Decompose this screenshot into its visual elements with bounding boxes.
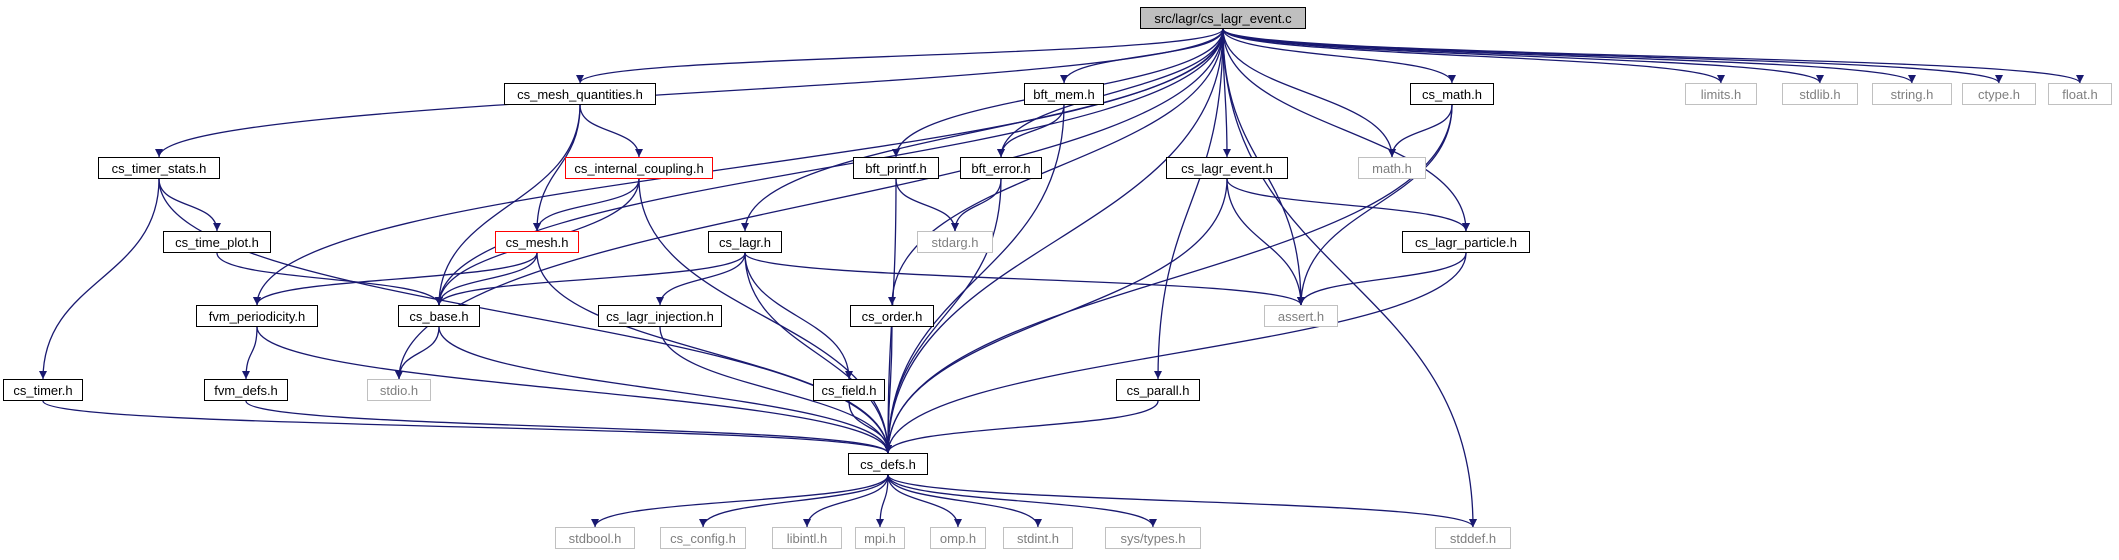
- node-cs-lagr-particle[interactable]: cs_lagr_particle.h: [1402, 231, 1530, 253]
- node-cs-base[interactable]: cs_base.h: [398, 305, 480, 327]
- edge-cs_defs-to-stdint: [887, 474, 1042, 528]
- edge-root-to-bft_error: [997, 28, 1224, 158]
- edge-root-to-bft_mem: [1060, 28, 1224, 84]
- edge-root-to-cs_order: [888, 28, 1224, 306]
- edge-cs_lagr_event-to-cs_lagr_particle: [1226, 178, 1470, 232]
- edge-cs_mesh-to-fvm_periodicity: [253, 252, 538, 306]
- node-cs-lagr-event[interactable]: cs_lagr_event.h: [1166, 157, 1288, 179]
- node-cs-internal-coupling[interactable]: cs_internal_coupling.h: [565, 157, 713, 179]
- node-fvm-defs[interactable]: fvm_defs.h: [204, 379, 288, 401]
- edge-cs_lagr-to-cs_defs: [744, 252, 892, 454]
- edge-cs_defs-to-cs_config: [699, 474, 889, 528]
- node-omp: omp.h: [930, 527, 986, 549]
- edge-root-to-cs_parall: [1154, 28, 1224, 380]
- edge-cs_math-to-assert: [1297, 104, 1453, 306]
- edge-root-to-cs_lagr: [741, 28, 1224, 232]
- node-stdarg: stdarg.h: [917, 231, 993, 253]
- node-cs-order[interactable]: cs_order.h: [850, 305, 934, 327]
- node-bft-printf[interactable]: bft_printf.h: [853, 157, 939, 179]
- edge-cs_lagr-to-cs_base: [435, 252, 746, 306]
- edge-bft_printf-to-stdarg: [895, 178, 959, 232]
- edge-root-to-string: [1222, 28, 1916, 84]
- node-cs-field[interactable]: cs_field.h: [813, 379, 885, 401]
- edge-root-to-cs_math: [1222, 28, 1456, 84]
- edge-root-to-stdlib: [1222, 28, 1824, 84]
- node-cs-config: cs_config.h: [660, 527, 746, 549]
- edge-cs_mesh_quantities-to-cs_internal_coupling: [579, 104, 643, 158]
- edge-fvm_periodicity-to-fvm_defs: [242, 326, 258, 380]
- node-mpi: mpi.h: [855, 527, 905, 549]
- node-cs-defs[interactable]: cs_defs.h: [848, 453, 928, 475]
- edge-bft_error-to-cs_defs: [884, 178, 1002, 454]
- edge-cs_lagr_event-to-assert: [1226, 178, 1305, 306]
- edge-cs_mesh_quantities-to-cs_base: [435, 104, 581, 306]
- node-assert: assert.h: [1264, 305, 1338, 327]
- edge-cs_time_plot-to-cs_base: [216, 252, 443, 306]
- node-cs-lagr[interactable]: cs_lagr.h: [708, 231, 782, 253]
- edge-cs_lagr_particle-to-assert: [1297, 252, 1467, 306]
- edge-cs_lagr-to-cs_field: [744, 252, 853, 380]
- edge-root-to-cs_lagr_particle: [1222, 28, 1470, 232]
- edge-bft_mem-to-bft_error: [997, 104, 1065, 158]
- node-stdint: stdint.h: [1003, 527, 1073, 549]
- edge-cs_math-to-math: [1388, 104, 1453, 158]
- edge-cs_mesh-to-cs_base: [435, 252, 538, 306]
- node-root: src/lagr/cs_lagr_event.c: [1140, 7, 1306, 29]
- node-float: float.h: [2048, 83, 2112, 105]
- edge-cs_defs-to-stddef: [887, 474, 1477, 528]
- edge-cs_base-to-stdio: [395, 326, 440, 380]
- node-systypes: sys/types.h: [1105, 527, 1201, 549]
- edge-cs_timer_stats-to-cs_defs: [158, 178, 892, 454]
- edge-cs_defs-to-omp: [887, 474, 962, 528]
- edge-bft_mem-to-cs_defs: [884, 104, 1065, 454]
- edge-cs_defs-to-mpi: [876, 474, 889, 528]
- edge-cs_mesh-to-cs_defs: [536, 252, 892, 454]
- node-cs-timer-stats[interactable]: cs_timer_stats.h: [98, 157, 220, 179]
- edge-cs_timer_stats-to-cs_time_plot: [158, 178, 221, 232]
- node-cs-math[interactable]: cs_math.h: [1410, 83, 1494, 105]
- edge-cs_internal_coupling-to-cs_defs: [638, 178, 892, 454]
- edge-cs_base-to-cs_defs: [438, 326, 892, 454]
- node-bft-mem[interactable]: bft_mem.h: [1024, 83, 1104, 105]
- edge-root-to-limits: [1222, 28, 1725, 84]
- edge-cs_internal_coupling-to-cs_mesh: [533, 178, 640, 232]
- node-cs-mesh-quantities[interactable]: cs_mesh_quantities.h: [504, 83, 656, 105]
- edge-cs_lagr-to-assert: [744, 252, 1305, 306]
- edge-root-to-float: [1222, 28, 2084, 84]
- edge-root-to-stddef: [1222, 28, 1477, 528]
- node-limits: limits.h: [1685, 83, 1757, 105]
- edge-bft_error-to-stdarg: [951, 178, 1002, 232]
- node-math: math.h: [1358, 157, 1426, 179]
- node-cs-lagr-injection[interactable]: cs_lagr_injection.h: [598, 305, 722, 327]
- node-libintl: libintl.h: [772, 527, 842, 549]
- edge-cs_lagr_injection-to-cs_defs: [659, 326, 892, 454]
- edge-root-to-cs_defs: [884, 28, 1224, 454]
- node-stdio: stdio.h: [367, 379, 431, 401]
- edge-cs_timer-to-cs_defs: [42, 400, 892, 454]
- edge-cs_lagr-to-cs_lagr_injection: [656, 252, 746, 306]
- node-fvm-periodicity[interactable]: fvm_periodicity.h: [196, 305, 318, 327]
- edge-cs_lagr_particle-to-cs_defs: [884, 252, 1467, 454]
- edge-cs_defs-to-libintl: [803, 474, 889, 528]
- node-bft-error[interactable]: bft_error.h: [960, 157, 1042, 179]
- edge-root-to-stdio: [395, 28, 1224, 380]
- node-cs-time-plot[interactable]: cs_time_plot.h: [163, 231, 271, 253]
- edge-fvm_defs-to-cs_defs: [245, 400, 892, 454]
- node-cs-mesh[interactable]: cs_mesh.h: [495, 231, 579, 253]
- edge-cs_defs-to-systypes: [887, 474, 1157, 528]
- node-stddef: stddef.h: [1435, 527, 1511, 549]
- edge-cs_timer_stats-to-cs_timer: [39, 178, 160, 380]
- node-string: string.h: [1872, 83, 1952, 105]
- edge-cs_parall-to-cs_defs: [884, 400, 1159, 454]
- edge-root-to-cs_mesh_quantities: [576, 28, 1224, 84]
- edge-fvm_periodicity-to-cs_defs: [256, 326, 892, 454]
- edge-root-to-math: [1222, 28, 1396, 158]
- node-stdlib: stdlib.h: [1782, 83, 1858, 105]
- node-cs-parall[interactable]: cs_parall.h: [1116, 379, 1200, 401]
- node-ctype: ctype.h: [1962, 83, 2036, 105]
- node-stdbool: stdbool.h: [555, 527, 635, 549]
- node-cs-timer[interactable]: cs_timer.h: [3, 379, 83, 401]
- edge-cs_defs-to-stdbool: [591, 474, 889, 528]
